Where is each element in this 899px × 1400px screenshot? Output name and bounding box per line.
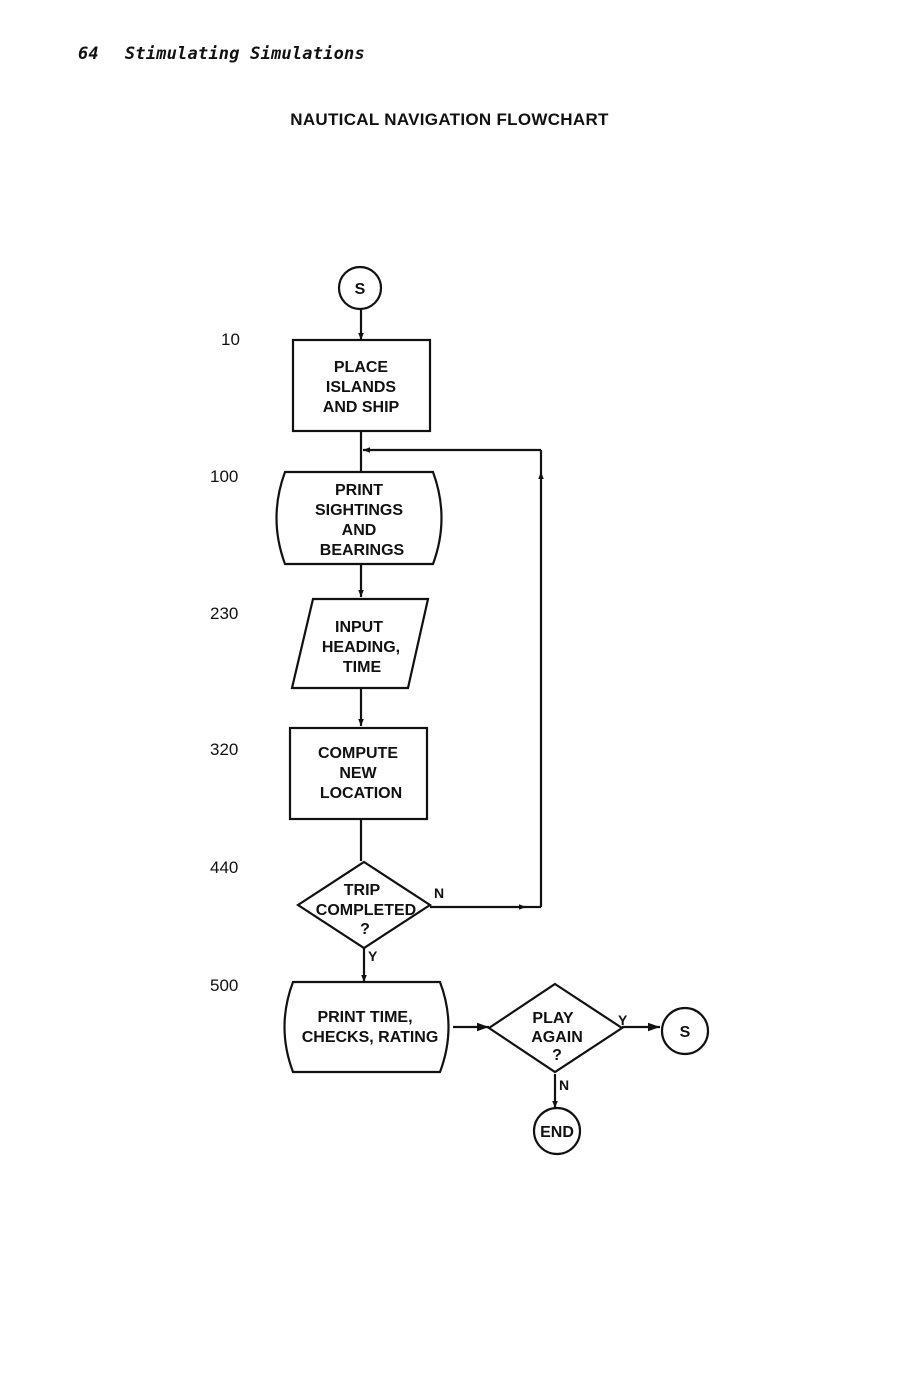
compute-line-2: NEW [339, 765, 377, 782]
book-title: Stimulating Simulations [124, 44, 365, 64]
end-terminal: END [532, 1106, 582, 1156]
start-label: S [355, 281, 366, 298]
print-sightings-line-1: PRINT [335, 482, 383, 499]
trip-completed-line-2: COMPLETED [316, 902, 416, 919]
decision-trip-completed: TRIP COMPLETED ? N Y [295, 860, 444, 964]
decision-play-again: PLAY AGAIN ? Y N [487, 982, 628, 1093]
line-number-10: 10 [221, 330, 240, 349]
print-time-line-2: CHECKS, RATING [302, 1029, 439, 1046]
connectors [358, 308, 660, 1108]
play-again-line-2: AGAIN [531, 1029, 583, 1046]
diagram-title: NAUTICAL NAVIGATION FLOWCHART [290, 110, 609, 129]
input-heading-time: INPUT HEADING, TIME [290, 597, 430, 690]
trip-completed-line-1: TRIP [344, 882, 381, 899]
output-print-sightings: PRINT SIGHTINGS AND BEARINGS [275, 470, 443, 566]
restart-label: S [680, 1024, 691, 1041]
process-place-islands: PLACE ISLANDS AND SHIP [291, 338, 432, 433]
output-print-time: PRINT TIME, CHECKS, RATING [283, 980, 450, 1074]
place-islands-line-1: PLACE [334, 359, 389, 376]
end-label: END [540, 1124, 574, 1141]
trip-no-label: N [434, 885, 444, 901]
play-yes-label: Y [618, 1012, 628, 1028]
process-compute-location: COMPUTE NEW LOCATION [288, 726, 429, 821]
place-islands-line-2: ISLANDS [326, 379, 397, 396]
line-number-230: 230 [210, 604, 238, 623]
trip-completed-line-3: ? [360, 921, 370, 938]
play-no-label: N [559, 1077, 569, 1093]
place-islands-line-3: AND SHIP [323, 399, 400, 416]
input-heading-line-1: INPUT [335, 619, 383, 636]
line-number-500: 500 [210, 976, 238, 995]
restart-terminal: S [660, 1006, 710, 1056]
start-terminal: S [337, 265, 383, 311]
input-heading-line-2: HEADING, [322, 639, 400, 656]
compute-line-3: LOCATION [320, 785, 402, 802]
print-time-line-1: PRINT TIME, [317, 1009, 412, 1026]
print-sightings-line-4: BEARINGS [320, 542, 405, 559]
trip-yes-label: Y [368, 948, 378, 964]
compute-line-1: COMPUTE [318, 745, 398, 762]
line-number-100: 100 [210, 467, 238, 486]
print-sightings-line-3: AND [342, 522, 377, 539]
running-header: 64 Stimulating Simulations [78, 44, 365, 64]
print-sightings-line-2: SIGHTINGS [315, 502, 403, 519]
input-heading-line-3: TIME [343, 659, 382, 676]
page-number: 64 [78, 44, 99, 64]
play-again-line-1: PLAY [532, 1010, 574, 1027]
play-again-line-3: ? [552, 1047, 562, 1064]
line-number-320: 320 [210, 740, 238, 759]
line-number-440: 440 [210, 858, 238, 877]
line-numbers: 10 100 230 320 440 500 [210, 330, 240, 995]
